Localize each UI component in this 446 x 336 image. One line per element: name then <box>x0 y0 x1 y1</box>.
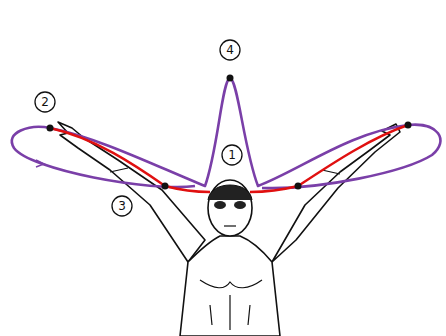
red-stroke-path <box>50 128 210 192</box>
head <box>208 180 252 236</box>
abdomen-lines <box>210 295 250 330</box>
purple-stroke-path <box>12 78 441 188</box>
mouth <box>224 225 236 226</box>
callout-circle <box>222 145 242 165</box>
goggle <box>234 201 246 209</box>
swim-cap <box>208 185 252 200</box>
callout-circle <box>112 196 132 216</box>
callout-number: 4 <box>220 40 240 60</box>
torso <box>180 236 280 336</box>
callout-number: 3 <box>112 196 132 216</box>
path-point <box>295 183 302 190</box>
chest-line <box>200 280 262 288</box>
red-stroke-path <box>250 125 408 192</box>
callout-number: 1 <box>222 145 242 165</box>
callout-circle <box>35 92 55 112</box>
right-arm <box>272 124 400 262</box>
goggle <box>214 201 226 209</box>
callout-number: 2 <box>35 92 55 112</box>
path-point <box>405 122 412 129</box>
path-direction-mark <box>36 160 44 167</box>
path-point <box>47 125 54 132</box>
callout-circle <box>220 40 240 60</box>
path-point <box>162 183 169 190</box>
path-point <box>227 75 234 82</box>
left-arm <box>58 122 205 262</box>
